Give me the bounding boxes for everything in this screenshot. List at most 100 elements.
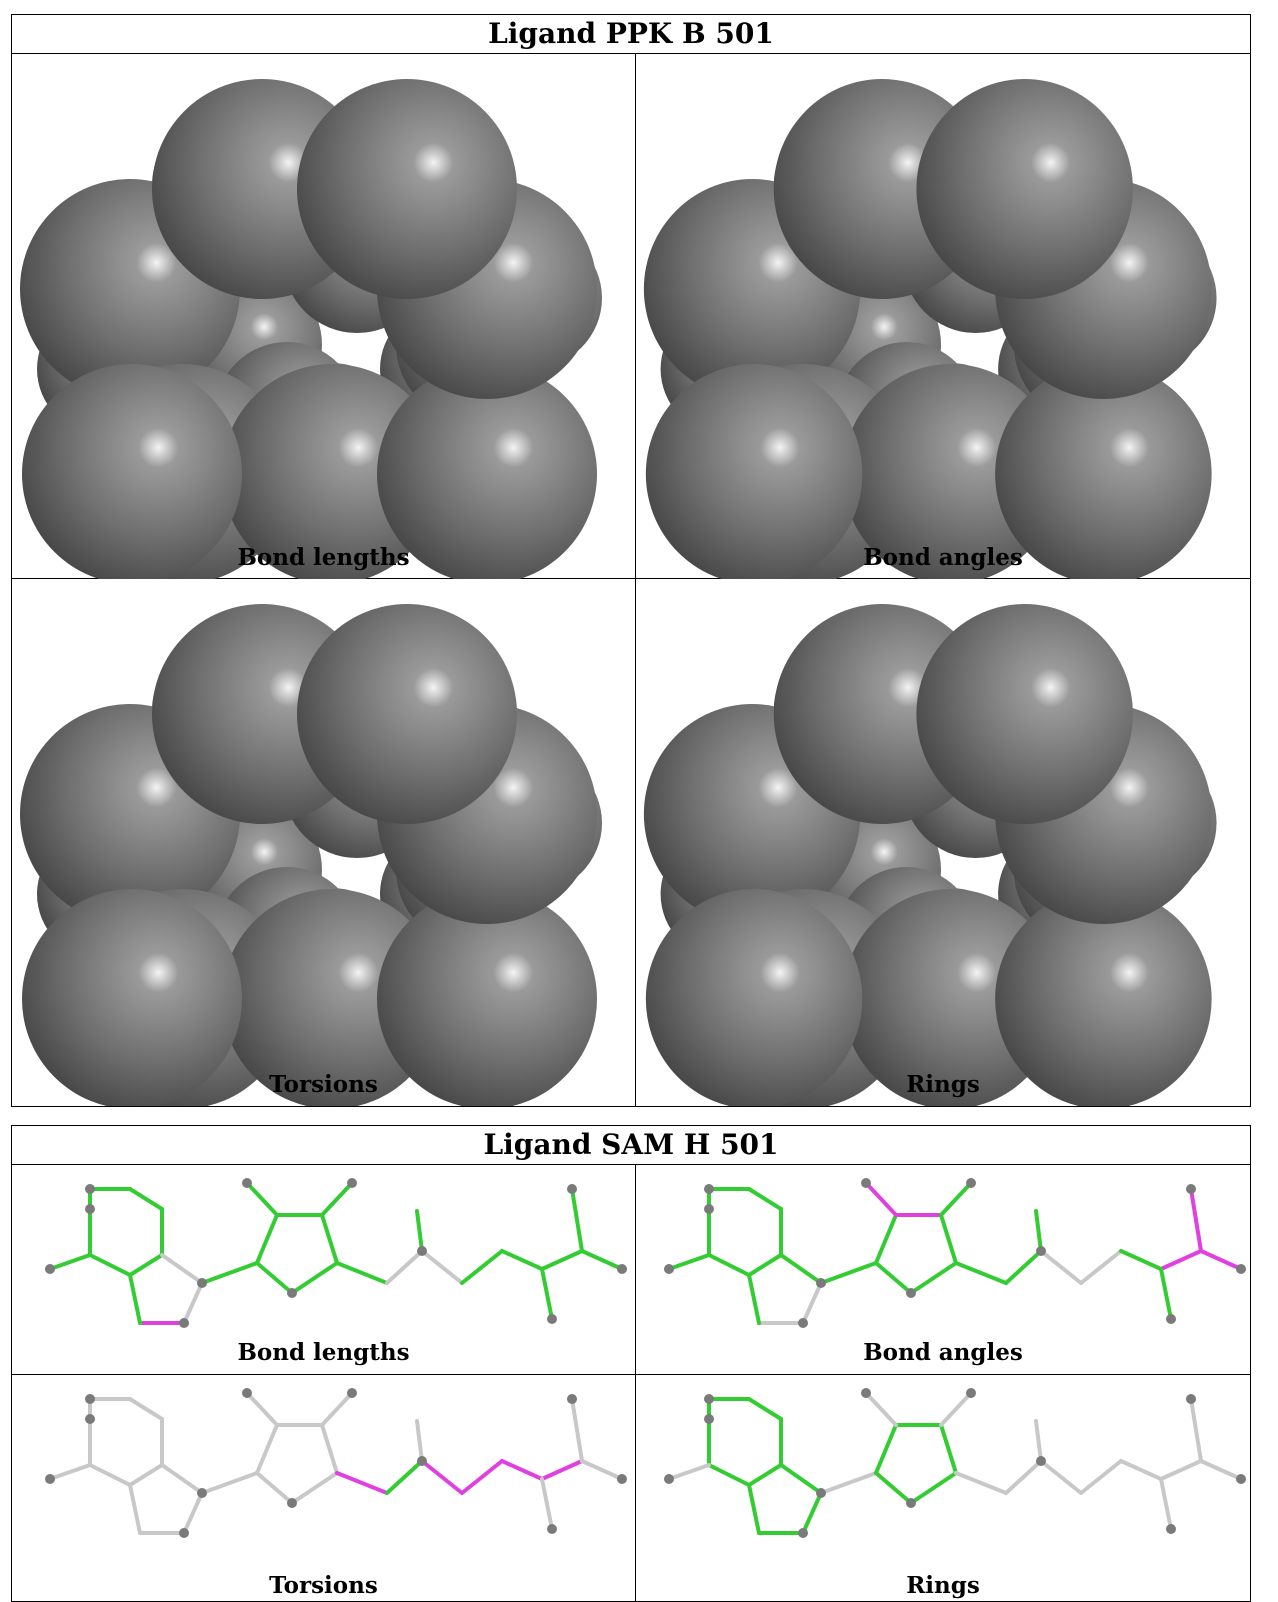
atom-ball [85,1204,95,1214]
cell-bond-lengths: Bond lengths [12,54,636,579]
bond-stick [385,1249,424,1285]
bond-stick [1034,1209,1043,1253]
bond-stick [1189,1397,1203,1463]
atom-ball [617,1264,627,1274]
atom-sphere [916,79,1133,299]
bond-stick [779,1253,823,1285]
atom-sphere [22,364,242,579]
atom-ball [547,1524,557,1534]
bond-stick [255,1213,279,1265]
atom-ball [179,1528,189,1538]
bond-stick [779,1463,823,1495]
bond-stick [1039,1459,1083,1495]
atom-sphere [222,364,442,579]
atom-ball [816,1488,826,1498]
bond-stick [874,1213,898,1265]
atom-sphere [377,889,597,1106]
cell-bond-lengths: Bond lengths [12,1165,636,1375]
bond-stick [874,1471,913,1505]
bond-stick [128,1273,142,1325]
bond-stick [182,1491,204,1535]
atom-ball [287,1498,297,1508]
bond-stick [707,1463,751,1487]
atom-ball [45,1474,55,1484]
bond-stick [801,1491,823,1535]
atom-ball [1186,1394,1196,1404]
bond-stick [420,1249,464,1285]
atom-ball [906,1498,916,1508]
bond-stick [320,1213,339,1265]
atom-sphere [297,604,517,824]
cell-caption: Torsions [269,1572,378,1599]
space-filling-model [20,604,602,1106]
bond-stick [160,1463,204,1495]
bond-stick [1079,1459,1123,1495]
atom-ball [547,1314,557,1324]
bond-stick [128,1397,164,1421]
bond-stick [385,1459,424,1495]
stick-model [45,1388,627,1538]
bond-stick [290,1471,339,1505]
atom-sphere [222,889,442,1106]
atom-ball [798,1318,808,1328]
bond-stick [500,1249,544,1271]
bond-stick [580,1459,624,1481]
bond-stick [1119,1459,1163,1481]
cell-rings: Rings [636,1375,1250,1602]
atom-ball [704,1184,714,1194]
bond-stick [747,1253,783,1277]
cell-caption: Bond angles [863,1339,1023,1366]
space-filling-model [643,604,1217,1106]
bond-stick [128,1253,164,1277]
cell-torsions: Torsions [12,1375,636,1602]
bond-stick [540,1459,584,1481]
bond-stick [88,1463,132,1487]
atom-ball [966,1388,976,1398]
atom-sphere [297,79,517,299]
atom-ball [704,1414,714,1424]
bond-stick [255,1261,294,1295]
bond-stick [48,1253,92,1271]
bond-stick [954,1261,1008,1285]
atom-ball [347,1178,357,1188]
atom-sphere [995,364,1212,579]
stick-model [664,1388,1246,1538]
atom-ball [85,1184,95,1194]
bond-stick [939,1423,958,1475]
bond-stick [1159,1267,1173,1321]
atom-ball [1236,1264,1246,1274]
bond-stick [320,1181,354,1217]
atom-sphere [645,364,863,579]
bond-stick [954,1471,1008,1495]
bond-stick [88,1253,132,1277]
bond-stick [500,1459,544,1481]
bond-stick [255,1423,279,1475]
bond-stick [580,1249,624,1271]
bond-stick [128,1483,142,1535]
atom-ball [1186,1184,1196,1194]
bond-stick [245,1181,279,1217]
bond-stick [747,1273,761,1325]
atom-ball [197,1278,207,1288]
atom-ball [861,1178,871,1188]
bond-stick [570,1187,584,1253]
atom-ball [197,1488,207,1498]
cell-torsions: Torsions [12,579,636,1106]
atom-ball [664,1264,674,1274]
bond-stick [335,1471,389,1495]
cell-caption: Bond angles [863,544,1023,571]
ligand-panel-ppk: Ligand PPK B 501 Bond lengths Bond angle… [11,14,1251,1107]
cell-caption: Torsions [269,1071,378,1098]
bond-stick [570,1397,584,1463]
atom-ball [179,1318,189,1328]
atom-ball [85,1394,95,1404]
atom-ball [1036,1456,1046,1466]
bond-stick [1159,1477,1173,1531]
atom-sphere [645,889,863,1106]
bond-stick [874,1261,913,1295]
bond-stick [1039,1249,1083,1285]
atom-ball [1166,1314,1176,1324]
bond-stick [48,1463,92,1481]
atom-ball [347,1388,357,1398]
cell-rings: Rings [636,579,1250,1106]
